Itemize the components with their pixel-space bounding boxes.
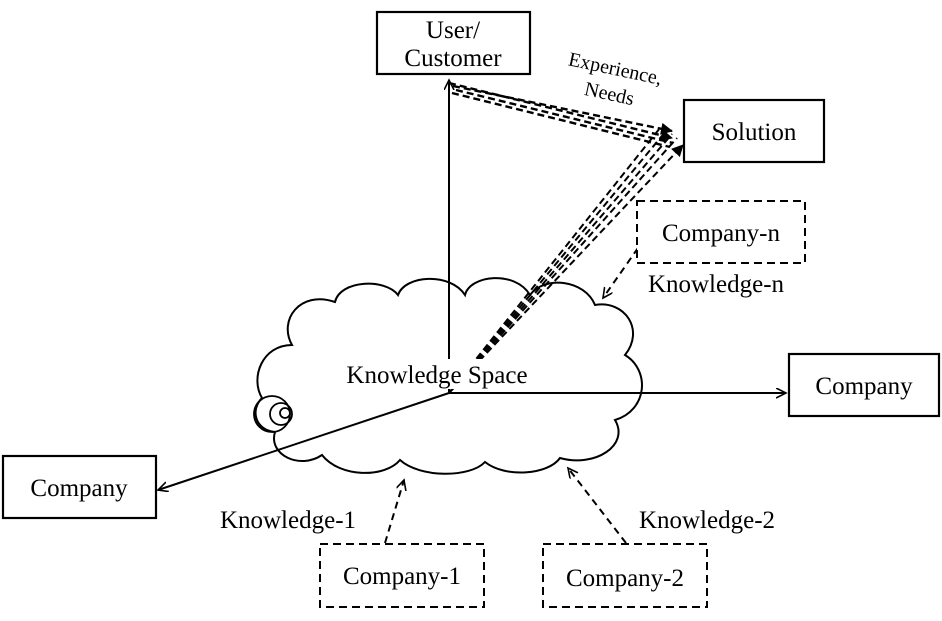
company-2-label: Company-2 <box>566 565 684 592</box>
knowledge-space-label: Knowledge Space <box>346 362 527 389</box>
user-customer-node: User/ Customer <box>375 10 532 76</box>
company-right-node: Company <box>787 352 941 418</box>
company-left-label: Company <box>30 475 128 502</box>
company-1-node: Company-1 <box>319 543 485 608</box>
axis-left <box>158 392 450 490</box>
user-customer-label-line1: User/ <box>426 17 480 44</box>
solution-node: Solution <box>682 98 826 164</box>
company-2-node: Company-2 <box>542 543 708 608</box>
knowledge-n-label: Knowledge-n <box>648 271 785 298</box>
knowledge-to-solution-arrows <box>448 127 684 394</box>
company-n-label: Company-n <box>662 220 781 247</box>
company-1-label: Company-1 <box>343 563 461 590</box>
cloud-swirl-inner <box>279 407 291 419</box>
knowledge-1-label: Knowledge-1 <box>220 507 356 534</box>
company-1-knowledge-arrow <box>384 480 404 544</box>
company-n-knowledge-arrow <box>603 247 639 298</box>
knowledge-2-label: Knowledge-2 <box>639 507 775 534</box>
user-customer-label-line2: Customer <box>404 45 502 72</box>
user-to-solution-arrows <box>448 81 674 149</box>
company-2-knowledge-arrow <box>568 468 627 544</box>
company-right-label: Company <box>815 373 913 400</box>
cloud-swirl-mid <box>269 402 293 426</box>
solution-label: Solution <box>712 119 797 146</box>
company-left-node: Company <box>1 454 158 520</box>
company-n-node: Company-n <box>636 200 806 264</box>
